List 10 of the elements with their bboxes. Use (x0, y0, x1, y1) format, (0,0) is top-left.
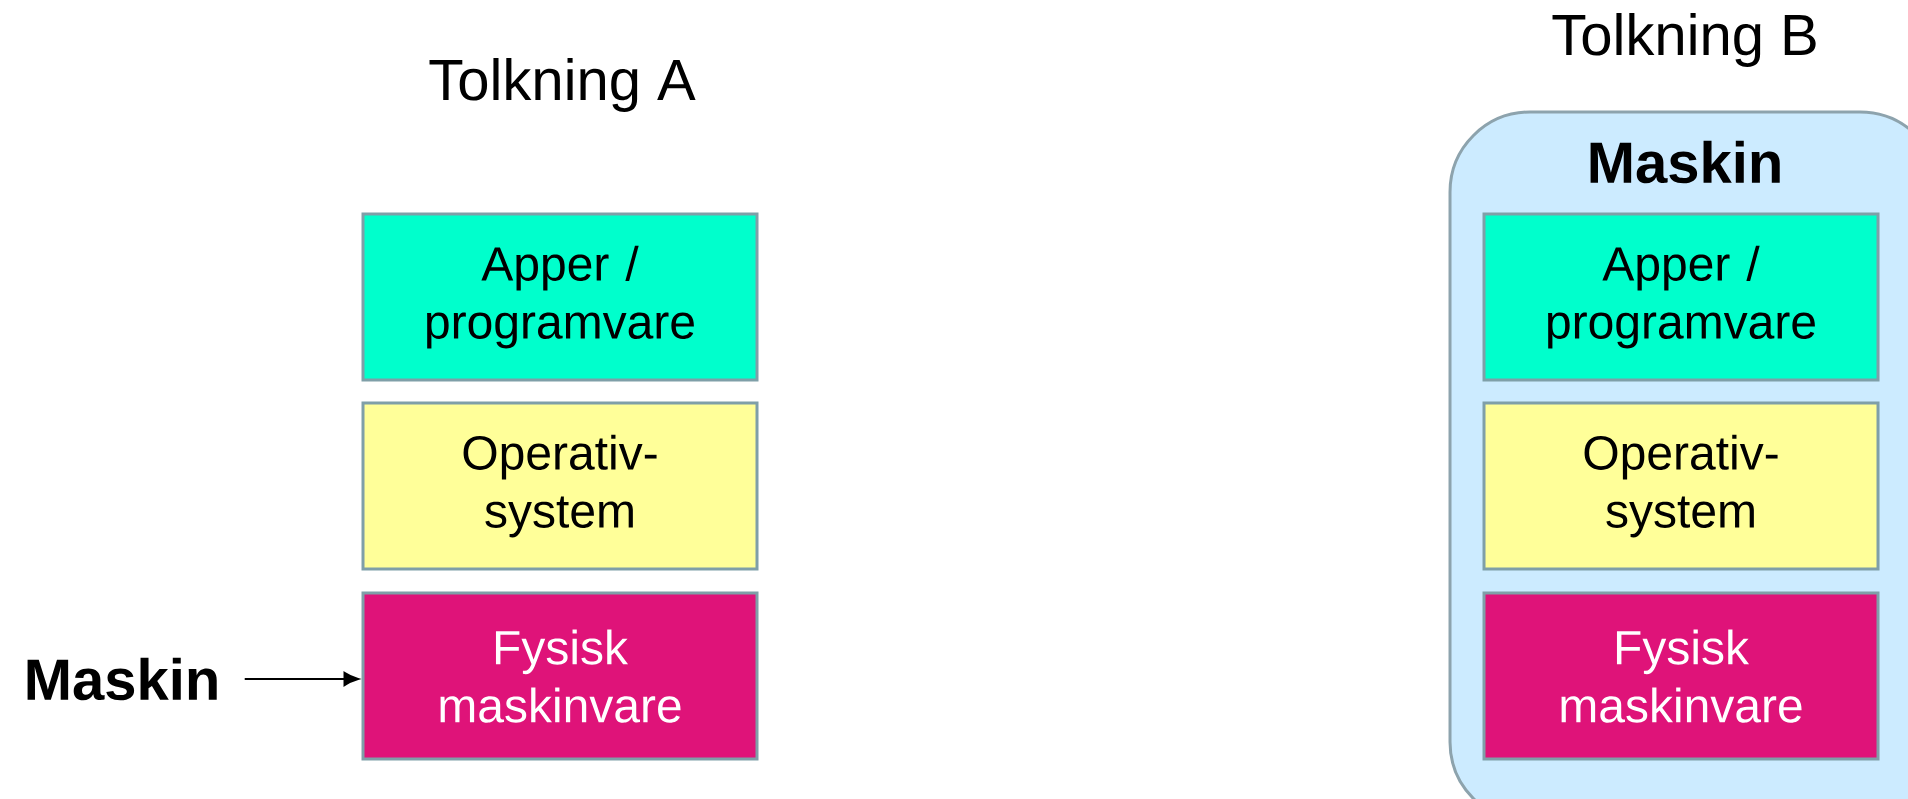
layer-box: Fysisk maskinvare (361, 591, 759, 761)
node-label: Tolkning B (1552, 12, 1816, 68)
arrow (243, 671, 359, 687)
side-label: Maskin (27, 657, 217, 701)
layer-box: Apper / programvare (1482, 212, 1880, 382)
layer-box: Fysisk maskinvare (1482, 591, 1880, 761)
heading: Tolkning A (429, 57, 696, 113)
layer-box: Operativ- system (361, 401, 759, 571)
layer-box: Apper / programvare (361, 212, 759, 382)
layer-box: Operativ- system (1482, 401, 1880, 571)
